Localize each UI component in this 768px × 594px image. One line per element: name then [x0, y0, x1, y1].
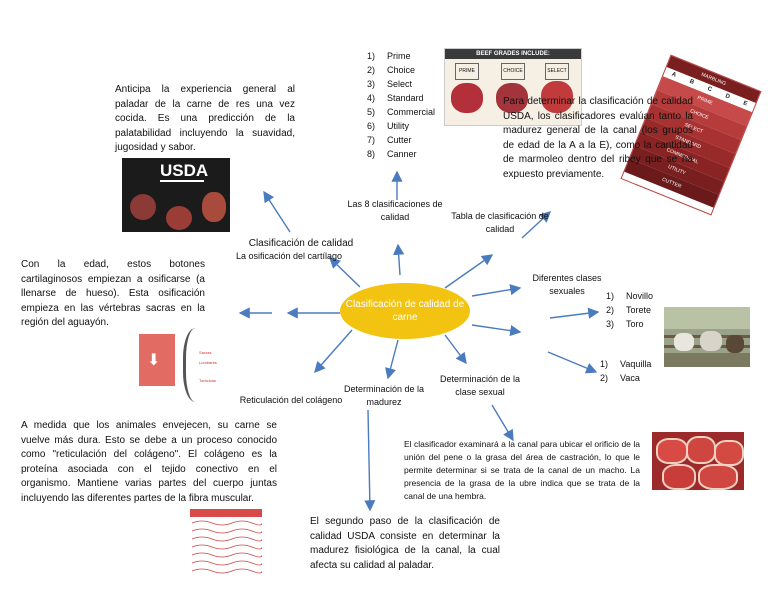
- list-item: 1)Novillo: [606, 291, 654, 301]
- text-para-determinar: Para determinar la clasificación de cali…: [503, 96, 693, 180]
- branch-clasificacion-calidad: Clasificación de calidad: [248, 238, 354, 249]
- list-item: 2)Torete: [606, 305, 652, 315]
- text-segundo-paso: El segundo paso de la clasificación de c…: [310, 516, 500, 571]
- arrow-to-clases2: [471, 324, 522, 337]
- arrow-calidad-to-img: [263, 190, 291, 233]
- branch-madurez: Determinación de la madurez: [343, 384, 425, 407]
- arrow-sexual-to-text: [491, 404, 514, 442]
- collagen-fiber-image: [190, 509, 262, 581]
- arrow-madurez-to-text: [364, 409, 376, 512]
- list-item: 6)Utility: [367, 121, 409, 131]
- list-item: 7)Cutter: [367, 135, 412, 145]
- branch-diferentes-clases: Diferentes clases sexuales: [532, 273, 602, 296]
- arrow-clases-to-males: [549, 307, 600, 319]
- usda-logo: USDA: [160, 161, 209, 180]
- beef-grades-image: BEEF GRADES INCLUDE: PRIME CHOICE SELECT: [444, 48, 582, 126]
- branch-osificacion: La osificación del cartílago: [235, 251, 343, 261]
- text-colageno: A medida que los animales envejecen, su …: [21, 420, 277, 504]
- arrow-clases-to-females: [547, 351, 598, 374]
- arrow-to-tabla: [444, 254, 494, 289]
- central-concept-ellipse: Clasificación de calidad de carne: [340, 283, 470, 339]
- list-item: 2)Vaca: [600, 373, 640, 383]
- text-edad: Con la edad, estos botones cartilaginoso…: [21, 259, 205, 328]
- central-concept-label: Clasificación de calidad de carne: [345, 299, 465, 323]
- list-item: 4)Standard: [367, 93, 424, 103]
- arrow-to-sexual: [444, 334, 467, 365]
- prime-badge: PRIME: [455, 63, 479, 80]
- list-item: 5)Commercial: [367, 107, 436, 117]
- list-item: 2)Choice: [367, 65, 416, 75]
- list-item: 3)Toro: [606, 319, 644, 329]
- text-clasificador: El clasificador examinará a la canal par…: [404, 439, 640, 501]
- text-anticipa: Anticipa la experiencia general al palad…: [115, 84, 295, 153]
- down-arrow-icon: ⬇: [147, 352, 161, 369]
- usda-grades-image: USDA: [122, 158, 230, 232]
- male-classes-list: 1)Novillo 2)Torete 3)Toro: [606, 289, 676, 331]
- branch-reticulacion: Reticulación del colágeno: [239, 395, 343, 405]
- list-item: 8)Canner: [367, 149, 417, 159]
- beef-grades-header: BEEF GRADES INCLUDE:: [445, 49, 581, 59]
- select-badge: SELECT: [545, 63, 569, 80]
- arrow-to-ocho: [393, 243, 405, 276]
- list-item: 1)Vaquilla: [600, 359, 652, 369]
- collagen-wave-lines: [191, 520, 262, 574]
- grades-list: 1)Prime 2)Choice 3)Select 4)Standard 5)C…: [367, 49, 447, 161]
- arrow-to-calidad: [328, 257, 361, 288]
- list-item: 3)Select: [367, 79, 413, 89]
- choice-badge: CHOICE: [501, 63, 525, 80]
- female-classes-list: 1)Vaquilla 2)Vaca: [600, 357, 670, 385]
- arrow-to-clases: [471, 284, 522, 297]
- list-item: 1)Prime: [367, 51, 411, 61]
- meat-cuts-photo: [652, 432, 744, 490]
- arrow-to-reticulacion: [314, 329, 353, 374]
- cattle-photo: [664, 307, 750, 367]
- branch-tabla-clasificacion: Tabla de clasificación de calidad: [451, 211, 549, 234]
- arrow-tabla-to-chart: [521, 211, 552, 239]
- carcass-spine-image: ⬇ Sacras Lumbares Torácicas: [139, 320, 231, 406]
- branch-clase-sexual: Determinación de la clase sexual: [439, 374, 521, 397]
- branch-ocho-clasificaciones: Las 8 clasificaciones de calidad: [347, 199, 443, 222]
- arrow-to-madurez: [385, 339, 399, 380]
